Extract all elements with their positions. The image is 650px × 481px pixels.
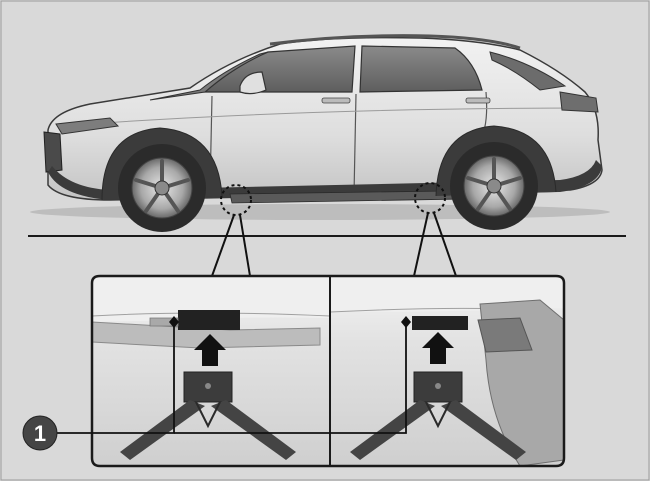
front-lift-arrow: [194, 334, 226, 366]
rear-lift-arrow: [422, 332, 454, 364]
car-side-view: [30, 34, 610, 232]
tail-light: [559, 91, 599, 113]
callout-1-label: 1: [34, 421, 46, 446]
front-jack-pad: [178, 310, 240, 330]
front-jack: [120, 371, 296, 460]
callout-1-leader: [56, 322, 407, 434]
front-jack-point-marker: [220, 184, 252, 216]
inset-frame: [90, 274, 566, 468]
zoom-leader-lines: [211, 212, 457, 277]
rear-jack-point-inset: [330, 276, 564, 466]
side-mirror: [239, 71, 267, 95]
rear-jack: [350, 371, 526, 460]
grille: [43, 131, 63, 173]
rear-jack-pad: [412, 316, 468, 330]
headlight: [55, 117, 120, 135]
rear-quarter-window: [489, 51, 567, 91]
callout-1-pointer-front: [169, 316, 179, 328]
rear-jack-point-marker: [414, 182, 446, 214]
front-wheel: [118, 144, 206, 232]
callout-1-badge: [22, 415, 58, 451]
rear-window: [359, 45, 483, 93]
front-jack-point-inset: [92, 276, 330, 466]
callout-1-pointer-rear: [401, 316, 411, 328]
rear-wheel: [450, 142, 538, 230]
